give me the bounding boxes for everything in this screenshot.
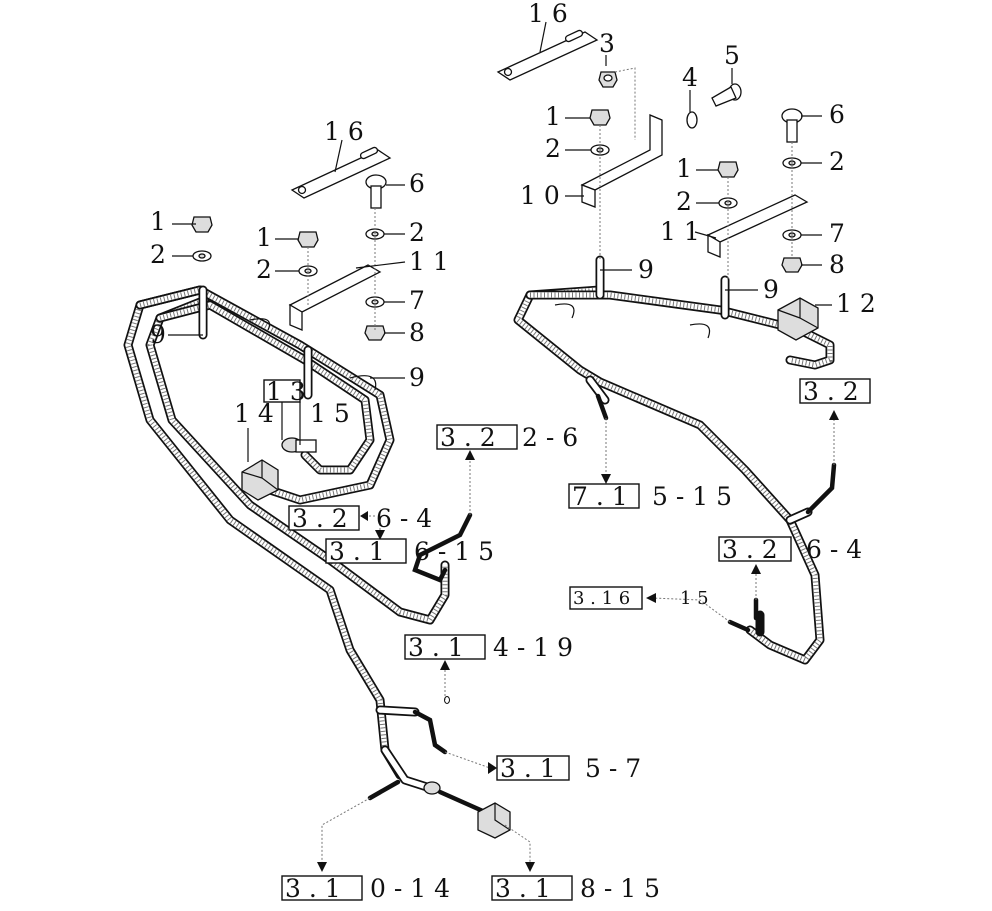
callout-right-10: 1 0 — [520, 181, 560, 210]
callout-right-5: 5 — [724, 41, 740, 70]
callout-right-2c: 2 — [829, 147, 845, 176]
callout-left-2c: 2 — [409, 218, 425, 247]
right-callouts: 1 6 3 4 5 1 2 1 0 6 1 2 1 1 2 7 8 9 9 1 … — [520, 0, 876, 318]
left-callouts: 1 6 6 1 2 1 2 2 1 1 7 8 9 9 1 3 1 4 1 5 — [150, 117, 449, 428]
ref-3-18-15[interactable]: 3 . 1 8 - 1 5 — [491, 874, 660, 903]
svg-text:3 . 1: 3 . 1 — [408, 633, 464, 662]
svg-text:3 . 1 6: 3 . 1 6 — [573, 588, 630, 609]
callout-right-11: 1 1 — [660, 217, 700, 246]
ref-3-15-7[interactable]: 3 . 1 5 - 7 — [496, 754, 641, 783]
ref-3-14-19[interactable]: 3 . 1 4 - 1 9 — [404, 633, 573, 662]
ref-3-16-15-left[interactable]: 3 . 1 6 - 1 5 — [325, 537, 494, 566]
callout-left-9a: 9 — [150, 320, 166, 349]
callout-right-9a: 9 — [638, 255, 654, 284]
callout-right-12: 1 2 — [836, 289, 876, 318]
callout-left-7: 7 — [409, 286, 425, 315]
callout-right-9b: 9 — [763, 275, 779, 304]
right-hardware — [589, 67, 803, 280]
callout-left-2a: 2 — [150, 240, 166, 269]
svg-text:2 - 6: 2 - 6 — [522, 423, 578, 452]
callout-right-1b: 1 — [676, 154, 692, 183]
ref-3-10-14[interactable]: 3 . 1 0 - 1 4 — [281, 874, 450, 903]
right-harness — [513, 255, 837, 665]
callout-left-2b: 2 — [256, 255, 272, 284]
ref-3-26-4-right[interactable]: 3 . 2 6 - 4 — [718, 535, 862, 564]
svg-text:6 - 4: 6 - 4 — [806, 535, 862, 564]
svg-text:8 - 1 5: 8 - 1 5 — [580, 874, 660, 903]
left-leaders — [168, 139, 406, 462]
callout-right-7: 7 — [829, 219, 845, 248]
callout-left-6: 6 — [409, 169, 425, 198]
svg-text:3 . 1: 3 . 1 — [495, 874, 551, 903]
ref-7-15-15[interactable]: 7 . 1 5 - 1 5 — [568, 482, 732, 511]
left-hardware — [191, 174, 387, 341]
svg-text:3 . 2: 3 . 2 — [803, 377, 859, 406]
left-reference-arrows — [317, 450, 535, 872]
left-connector-15 — [281, 437, 317, 453]
svg-text:3 . 2: 3 . 2 — [292, 504, 348, 533]
callout-left-14: 1 4 — [234, 399, 274, 428]
callout-right-2b: 2 — [676, 187, 692, 216]
callout-right-3: 3 — [599, 29, 615, 58]
svg-text:6 - 4: 6 - 4 — [376, 504, 432, 533]
left-bottom-connector — [423, 781, 511, 839]
svg-text:3 . 1: 3 . 1 — [285, 874, 341, 903]
svg-text:7 . 1: 7 . 1 — [572, 482, 628, 511]
callout-left-15: 1 5 — [310, 399, 350, 428]
right-connector-12 — [777, 297, 819, 341]
ref-3-22-6[interactable]: 3 . 2 2 - 6 — [436, 423, 578, 452]
svg-text:5 - 7: 5 - 7 — [585, 754, 641, 783]
callout-left-16: 1 6 — [324, 117, 364, 146]
right-bracket-11 — [706, 194, 809, 258]
svg-text:3 . 1: 3 . 1 — [500, 754, 556, 783]
callout-left-9b: 9 — [409, 363, 425, 392]
svg-text:3 . 2: 3 . 2 — [440, 423, 496, 452]
callout-right-6: 6 — [829, 100, 845, 129]
svg-text:3 . 2: 3 . 2 — [722, 535, 778, 564]
ref-3-16-15-right[interactable]: 3 . 1 6 1 5 — [569, 586, 709, 610]
callout-right-4: 4 — [682, 63, 698, 92]
left-connector-14 — [241, 459, 279, 501]
callout-right-2a: 2 — [545, 134, 561, 163]
left-bracket-16 — [290, 146, 392, 199]
svg-text:4 - 1 9: 4 - 1 9 — [493, 633, 573, 662]
right-reference-arrows — [601, 410, 839, 623]
left-bracket-11 — [288, 264, 382, 331]
svg-text:6 - 1 5: 6 - 1 5 — [414, 537, 494, 566]
left-harness — [123, 285, 488, 815]
callout-left-1b: 1 — [256, 223, 272, 252]
callout-right-8: 8 — [829, 250, 845, 279]
callout-right-1a: 1 — [545, 102, 561, 131]
right-bracket-16 — [496, 29, 599, 81]
right-leaders — [539, 21, 832, 306]
callout-left-8: 8 — [409, 318, 425, 347]
callout-left-11: 1 1 — [409, 247, 449, 276]
callout-left-1a: 1 — [150, 207, 166, 236]
svg-text:1 5: 1 5 — [680, 588, 709, 609]
svg-text:5 - 1 5: 5 - 1 5 — [652, 482, 732, 511]
ref-3-26-4-left[interactable]: 3 . 2 6 - 4 — [288, 504, 432, 533]
ref-3-2-right[interactable]: 3 . 2 — [799, 377, 871, 406]
svg-text:0 - 1 4: 0 - 1 4 — [370, 874, 450, 903]
right-bracket-10 — [580, 114, 663, 208]
svg-text:3 . 1: 3 . 1 — [329, 537, 385, 566]
callout-right-16: 1 6 — [528, 0, 568, 28]
callout-left-13: 1 3 — [266, 377, 306, 406]
